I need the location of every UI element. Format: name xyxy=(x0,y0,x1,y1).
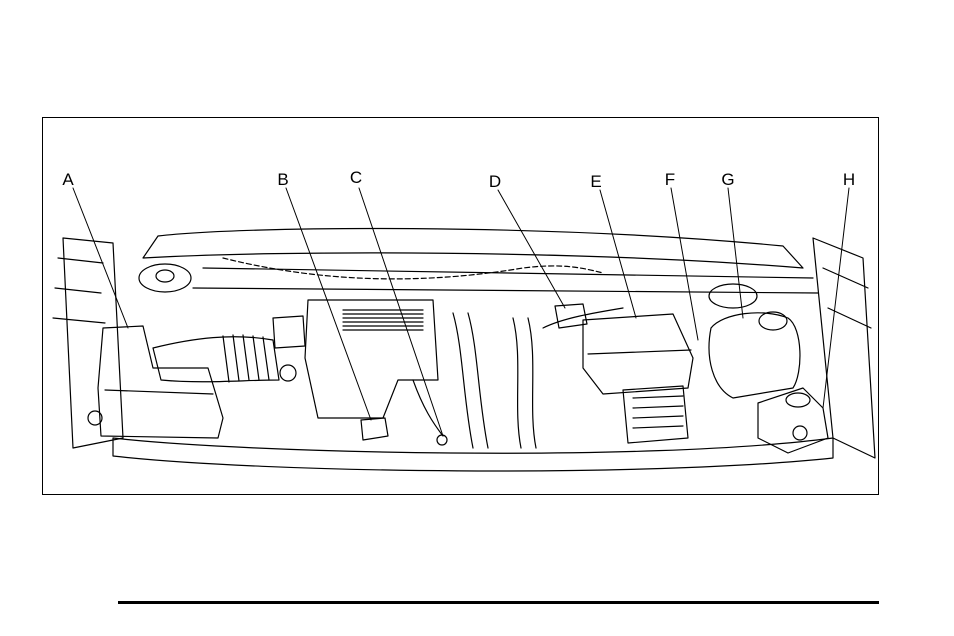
callout-h: H xyxy=(843,171,855,188)
callout-a: A xyxy=(62,171,73,188)
leader-g xyxy=(728,188,743,318)
engine-cover-ribs xyxy=(343,310,423,330)
left-strut-cap xyxy=(156,270,174,282)
leader-a xyxy=(73,188,128,328)
hood-hinge xyxy=(193,268,818,293)
left-strut-tower xyxy=(139,264,191,292)
engine-compartment-diagram: A B C D E F G H xyxy=(42,117,879,495)
intake-duct xyxy=(153,337,279,382)
leader-lines xyxy=(73,188,849,436)
engine-illustration xyxy=(43,118,879,495)
throttle-body xyxy=(280,365,296,381)
wiring-harness xyxy=(223,258,603,279)
intake-duct-ribs xyxy=(223,335,269,382)
radiator-hose xyxy=(453,313,488,448)
right-strut-tower xyxy=(709,284,757,308)
oil-fill-cap xyxy=(361,418,388,440)
callout-d: D xyxy=(489,173,501,190)
dipstick-handle xyxy=(437,435,447,445)
leader-b xyxy=(286,188,371,420)
leader-h xyxy=(823,188,849,408)
front-crossmember xyxy=(113,438,833,471)
washer-cap xyxy=(786,393,810,407)
dipstick xyxy=(413,380,443,436)
callout-f: F xyxy=(665,171,675,188)
coolant-reservoir xyxy=(709,313,800,398)
heater-hose xyxy=(513,318,536,448)
leader-c xyxy=(359,188,443,436)
callout-g: G xyxy=(721,171,734,188)
callout-c: C xyxy=(350,169,362,186)
leader-e xyxy=(600,190,636,318)
right-fender xyxy=(813,238,875,458)
footer-rule xyxy=(118,601,879,604)
callout-e: E xyxy=(590,173,601,190)
fuse-block-lid xyxy=(588,350,691,354)
battery-cells xyxy=(633,396,683,428)
washer-fluid-reservoir xyxy=(758,388,828,453)
callout-b: B xyxy=(277,171,288,188)
right-mount-bolt xyxy=(793,426,807,440)
battery xyxy=(623,386,688,443)
coolant-cap xyxy=(759,312,787,330)
throttle-assembly xyxy=(273,316,305,348)
